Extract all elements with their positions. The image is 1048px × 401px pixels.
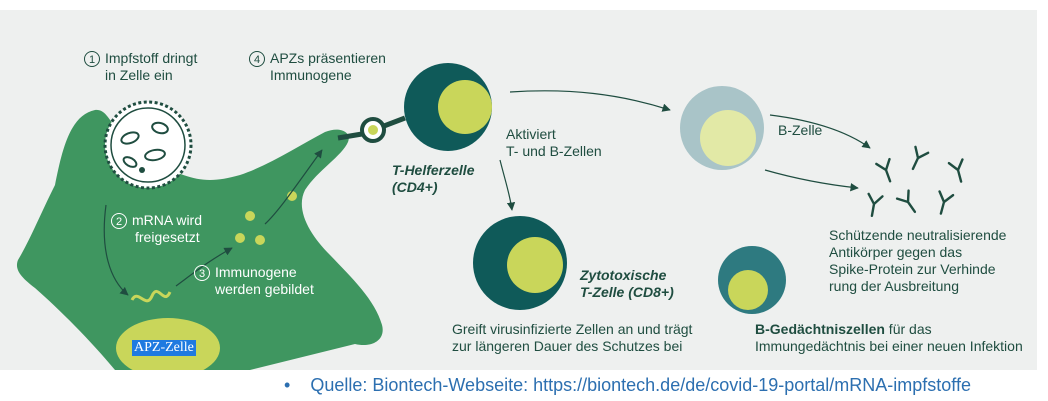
- antibodies-description: Schützende neutralisierende Antikörper g…: [829, 227, 1006, 295]
- step2-line1: mRNA wird: [132, 212, 203, 228]
- activates-line2: T- und B-Zellen: [506, 143, 602, 159]
- memory-b-description: B-Gedächtniszellen für das Immungedächtn…: [755, 321, 1023, 355]
- arrow-to-antibodies-1: [769, 114, 871, 149]
- arrow-transport: [264, 149, 323, 225]
- antibodies-line2: Antikörper gegen das: [829, 244, 963, 260]
- arrow-to-cytotoxic: [499, 159, 516, 211]
- diagram-artwork: [17, 63, 964, 370]
- activates-label: Aktiviert T- und B-Zellen: [506, 126, 602, 160]
- step3-number: 3: [194, 265, 210, 281]
- step1-line1: Impfstoff dringt: [105, 50, 198, 66]
- cytotoxic-desc-line2: zur längeren Dauer des Schutzes bei: [452, 338, 683, 354]
- t-helper-line1: T-Helferzelle: [392, 162, 475, 178]
- arrow-to-b-cell: [509, 90, 671, 112]
- memory-b-cell: [718, 246, 786, 314]
- cytotoxic-label: Zytotoxische T-Zelle (CD8+): [580, 267, 674, 301]
- step4-line1: APZs präsentieren: [270, 50, 386, 66]
- lipid-nanoparticle-icon: [103, 100, 193, 190]
- cytotoxic-line1: Zytotoxische: [580, 267, 667, 283]
- memory-b-bold: B-Gedächtniszellen: [755, 321, 885, 337]
- step3-line1: Immunogene: [215, 264, 297, 280]
- immunogen-dots: [235, 191, 297, 245]
- diagram-panel: 1 Impfstoff dringt in Zelle ein 4 APZs prä…: [0, 10, 1037, 370]
- apz-cell-label: APZ-Zelle: [132, 340, 196, 356]
- arrow-release: [103, 204, 129, 296]
- step4-number: 4: [249, 51, 265, 67]
- mhc-receptor-icon: [337, 115, 406, 143]
- source-line: • Quelle: Biontech-Webseite: https://bion…: [284, 374, 971, 396]
- memory-b-line2: Immungedächtnis bei einer neuen Infektio…: [755, 338, 1023, 354]
- step2-label: 2 mRNA wird freigesetzt: [111, 212, 202, 246]
- step2-number: 2: [111, 213, 127, 229]
- b-cell: [680, 86, 764, 170]
- b-cell-label: B-Zelle: [778, 122, 823, 138]
- apz-cell-body: [17, 109, 383, 370]
- cytotoxic-description: Greift virusinfizierte Zellen an und trä…: [452, 321, 692, 355]
- step1-line2: in Zelle ein: [105, 67, 173, 83]
- memory-b-rest: für das: [884, 321, 932, 337]
- arrow-to-antibodies-2: [764, 169, 859, 192]
- t-helper-label: T-Helferzelle (CD4+): [392, 162, 474, 196]
- antibodies-line1: Schützende neutralisierende: [829, 227, 1007, 243]
- step4-label: 4 APZs präsentieren Immunogene: [249, 50, 386, 84]
- step3-line2: werden gebildet: [215, 281, 314, 297]
- cytotoxic-t-cell: [473, 216, 567, 310]
- step4-line2: Immunogene: [270, 67, 352, 83]
- antibody-icons: [867, 145, 964, 218]
- step1-number: 1: [84, 51, 100, 67]
- mrna-strand-icon: [130, 289, 172, 303]
- cytotoxic-desc-line1: Greift virusinfizierte Zellen an und trä…: [452, 321, 693, 337]
- antibodies-line4: rung der Ausbreitung: [829, 278, 959, 294]
- step3-label: 3 Immunogene werden gebildet: [194, 264, 314, 298]
- source-bullet: •: [284, 375, 291, 395]
- step1-label: 1 Impfstoff dringt in Zelle ein: [84, 50, 197, 84]
- t-helper-cell: [404, 63, 492, 151]
- antibodies-line3: Spike-Protein zur Verhinde: [829, 261, 996, 277]
- activates-line1: Aktiviert: [506, 126, 556, 142]
- source-text: Quelle: Biontech-Webseite: https://biont…: [310, 375, 971, 395]
- t-helper-line2: (CD4+): [392, 179, 438, 195]
- cytotoxic-line2: T-Zelle (CD8+): [580, 284, 674, 300]
- step2-line2: freigesetzt: [135, 229, 200, 245]
